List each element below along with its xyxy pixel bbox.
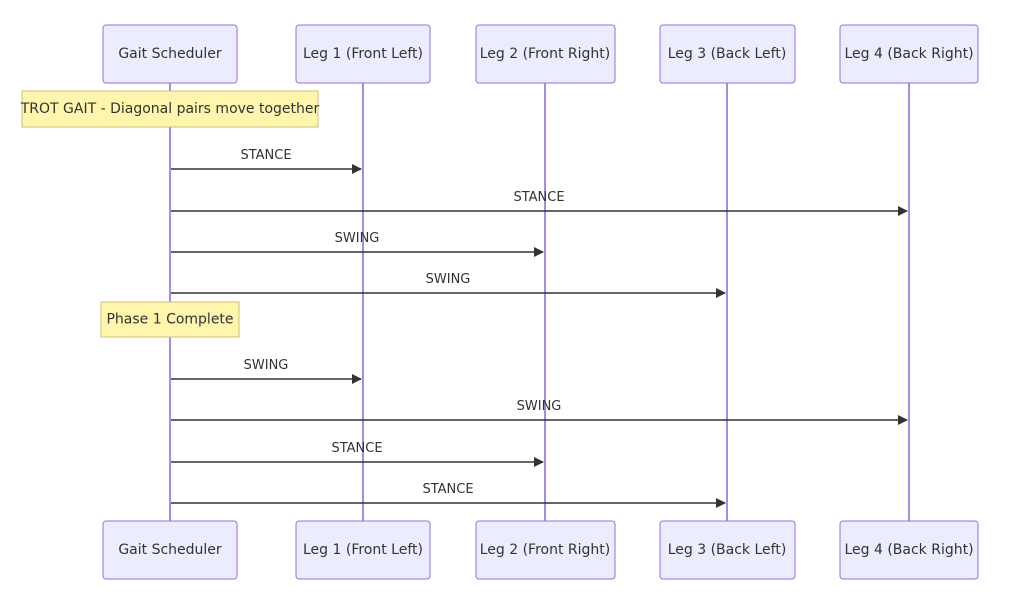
actor-label: Gait Scheduler — [118, 46, 222, 62]
actor-label: Gait Scheduler — [118, 542, 222, 558]
message-label: SWING — [335, 231, 380, 246]
actor-label: Leg 1 (Front Left) — [303, 46, 423, 62]
actor-label: Leg 2 (Front Right) — [480, 46, 611, 62]
message-label: STANCE — [422, 482, 473, 497]
message-7: STANCE — [171, 441, 544, 467]
message-label: STANCE — [331, 441, 382, 456]
actor-label: Leg 4 (Back Right) — [844, 46, 973, 62]
actor-leg-3-top[interactable]: Leg 3 (Back Left) — [659, 24, 796, 84]
message-5: SWING — [171, 358, 362, 384]
actor-leg-2-bottom[interactable]: Leg 2 (Front Right) — [475, 520, 616, 580]
actor-leg-1-bottom[interactable]: Leg 1 (Front Left) — [295, 520, 431, 580]
notes: TROT GAIT - Diagonal pairs move together… — [20, 90, 320, 338]
actor-leg-4-bottom[interactable]: Leg 4 (Back Right) — [839, 520, 979, 580]
message-label: STANCE — [240, 148, 291, 163]
actor-label: Leg 3 (Back Left) — [668, 542, 787, 558]
note-trot-gait: TROT GAIT - Diagonal pairs move together — [20, 90, 320, 128]
message-1: STANCE — [171, 148, 362, 174]
message-label: SWING — [244, 358, 289, 373]
note-phase-1-complete: Phase 1 Complete — [100, 301, 240, 338]
actor-leg-3-bottom[interactable]: Leg 3 (Back Left) — [659, 520, 796, 580]
messages: STANCE STANCE SWING SWING SWING SWING ST… — [171, 148, 908, 508]
actor-leg-1-top[interactable]: Leg 1 (Front Left) — [295, 24, 431, 84]
message-label: SWING — [517, 399, 562, 414]
message-4: SWING — [171, 272, 726, 298]
lifelines — [169, 83, 910, 521]
actors-bottom: Gait Scheduler Leg 1 (Front Left) Leg 2 … — [102, 520, 979, 580]
actor-leg-2-top[interactable]: Leg 2 (Front Right) — [475, 24, 616, 84]
actor-label: Leg 2 (Front Right) — [480, 542, 611, 558]
message-label: SWING — [426, 272, 471, 287]
note-text: TROT GAIT - Diagonal pairs move together — [20, 101, 320, 117]
actor-gait-scheduler-top[interactable]: Gait Scheduler — [102, 24, 238, 84]
message-label: STANCE — [513, 190, 564, 205]
actor-leg-4-top[interactable]: Leg 4 (Back Right) — [839, 24, 979, 84]
note-text: Phase 1 Complete — [106, 312, 233, 328]
message-8: STANCE — [171, 482, 726, 508]
actors-top: Gait Scheduler Leg 1 (Front Left) Leg 2 … — [102, 24, 979, 84]
actor-label: Leg 3 (Back Left) — [668, 46, 787, 62]
message-2: STANCE — [171, 190, 908, 216]
message-6: SWING — [171, 399, 908, 425]
actor-gait-scheduler-bottom[interactable]: Gait Scheduler — [102, 520, 238, 580]
actor-label: Leg 4 (Back Right) — [844, 542, 973, 558]
actor-label: Leg 1 (Front Left) — [303, 542, 423, 558]
message-3: SWING — [171, 231, 544, 257]
